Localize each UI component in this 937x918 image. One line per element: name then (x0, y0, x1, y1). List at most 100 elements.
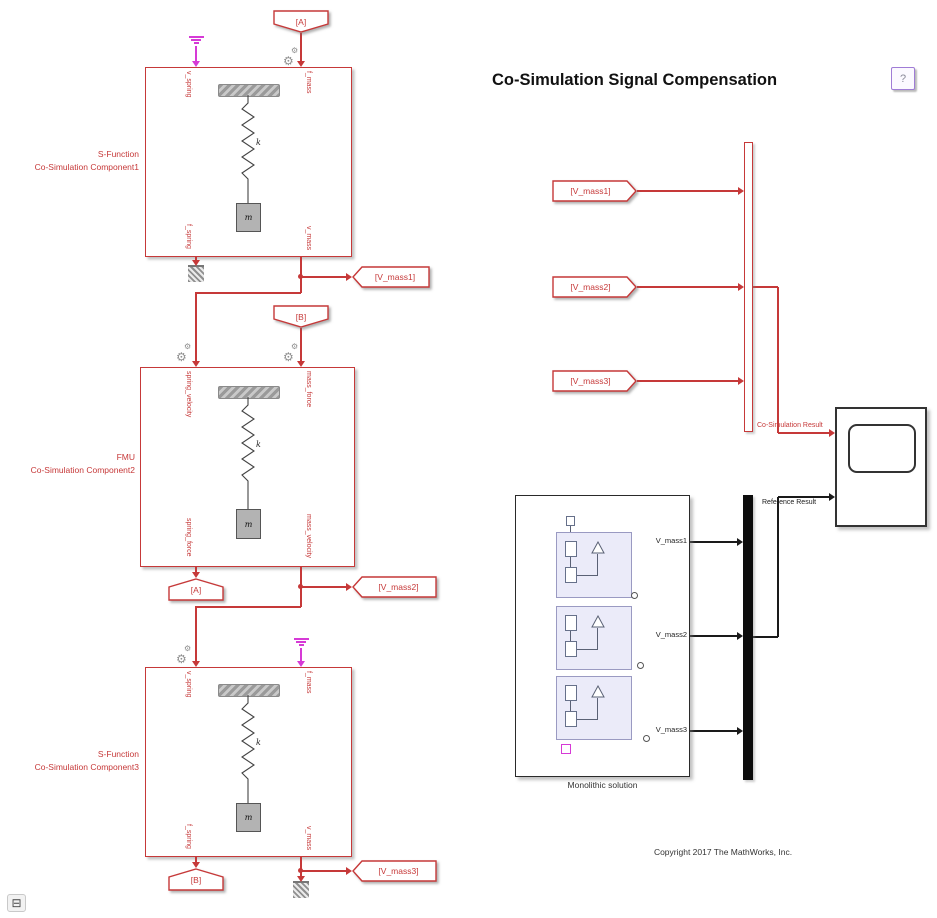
ground-icon[interactable] (188, 265, 204, 282)
wire[interactable] (637, 190, 738, 192)
mass-icon: m (236, 203, 261, 232)
mini-wire (577, 575, 598, 576)
wire[interactable] (195, 292, 197, 361)
wire[interactable] (300, 857, 302, 871)
arrowhead-icon (192, 260, 200, 266)
goto-tag-vmass3[interactable]: [V_mass3] (352, 860, 437, 882)
collapse-button[interactable]: ⊟ (7, 894, 26, 912)
arrowhead-icon (829, 429, 835, 437)
ground-icon[interactable] (293, 881, 309, 898)
arrowhead-icon (192, 661, 200, 667)
arrowhead-icon (737, 632, 743, 640)
monolithic-subsystem-thumb (556, 532, 632, 598)
port-label-c1-fmass: f_mass (305, 71, 312, 94)
from-tag-b[interactable]: [B] (273, 305, 329, 328)
tag-label: [V_mass3] (378, 866, 419, 876)
mini-gain-icon (591, 541, 605, 554)
from-tag-a-top[interactable]: [A] (273, 10, 329, 33)
wire[interactable] (637, 380, 738, 382)
wire[interactable] (300, 587, 302, 607)
mass-icon: m (236, 509, 261, 539)
scope-screen-icon (848, 424, 916, 473)
wire[interactable] (301, 870, 346, 872)
mini-port-circle (637, 662, 644, 669)
component3-name-line2: Co-Simulation Component3 (34, 761, 139, 772)
component3-name: S-Function Co-Simulation Component3 (4, 748, 139, 773)
wire[interactable] (195, 257, 197, 261)
wire[interactable] (301, 586, 346, 588)
port-label-c3-vspring: v_spring (185, 671, 192, 698)
spring-icon (241, 397, 255, 509)
wire[interactable] (300, 257, 302, 277)
wire[interactable] (778, 432, 829, 434)
wire[interactable] (300, 328, 302, 361)
goto-tag-vmass1[interactable]: [V_mass1] (352, 266, 430, 288)
mini-port-circle (643, 735, 650, 742)
goto-tag-a[interactable]: [A] (168, 578, 224, 601)
wire[interactable] (195, 46, 197, 61)
wire[interactable] (637, 286, 738, 288)
mono-output-label-3: V_mass3 (655, 725, 687, 734)
wire[interactable] (195, 567, 197, 572)
wire[interactable] (777, 287, 779, 433)
mini-block (565, 541, 577, 557)
tag-shape (352, 576, 437, 598)
branch-point (298, 274, 303, 279)
port-label-c3-vmass: v_mass (305, 826, 312, 851)
arrowhead-icon (346, 867, 352, 875)
mini-block (565, 685, 577, 701)
wire[interactable] (753, 286, 778, 288)
wire[interactable] (300, 648, 302, 661)
spring-constant-label: k (256, 440, 261, 449)
arrowhead-icon (738, 283, 744, 291)
wire[interactable] (300, 871, 302, 877)
wire[interactable] (300, 33, 302, 61)
component2-name-line1: FMU (116, 452, 135, 462)
port-label-c2-springforce: spring_force (185, 518, 192, 557)
wire[interactable] (690, 541, 737, 543)
wire[interactable] (300, 277, 302, 293)
spring-constant-label: k (256, 738, 261, 747)
wire[interactable] (778, 496, 829, 498)
reference-mux[interactable] (743, 495, 753, 780)
component1-name-line1: S-Function (97, 149, 139, 159)
arrowhead-icon (297, 661, 305, 667)
wire[interactable] (690, 635, 737, 637)
arrowhead-icon (192, 862, 200, 868)
mini-block (565, 567, 577, 583)
spring-icon (241, 695, 255, 803)
component1-name: S-Function Co-Simulation Component1 (4, 148, 139, 173)
arrowhead-icon (297, 361, 305, 367)
wire[interactable] (753, 636, 778, 638)
arrowhead-icon (192, 61, 200, 67)
signal-source-icon[interactable] (293, 638, 309, 646)
scope-block[interactable] (835, 407, 927, 527)
mass-icon: m (236, 803, 261, 832)
wire[interactable] (301, 276, 346, 278)
goto-tag-b[interactable]: [B] (168, 868, 224, 891)
tag-shape (552, 276, 637, 298)
from-tag-vmass1[interactable]: [V_mass1] (552, 180, 637, 202)
port-label-c3-fmass: f_mass (305, 671, 312, 694)
tag-label: [B] (190, 874, 202, 885)
wire[interactable] (300, 567, 302, 587)
wire[interactable] (195, 292, 301, 294)
tag-label: [A] (295, 16, 307, 27)
goto-tag-vmass2[interactable]: [V_mass2] (352, 576, 437, 598)
help-button[interactable]: ? (891, 67, 915, 90)
tag-label: [V_mass2] (378, 582, 419, 592)
tag-shape (552, 370, 637, 392)
from-tag-vmass2[interactable]: [V_mass2] (552, 276, 637, 298)
wire[interactable] (777, 497, 779, 637)
wire[interactable] (690, 730, 737, 732)
wire[interactable] (195, 606, 301, 608)
model-title: Co-Simulation Signal Compensation (492, 71, 778, 89)
wire[interactable] (195, 606, 197, 661)
tag-label: [B] (295, 311, 307, 322)
wire[interactable] (195, 857, 197, 862)
from-tag-vmass3[interactable]: [V_mass3] (552, 370, 637, 392)
signal-source-icon[interactable] (188, 36, 204, 44)
tag-shape (273, 10, 329, 33)
cosim-mux[interactable] (744, 142, 753, 432)
tag-label: [A] (190, 584, 202, 595)
